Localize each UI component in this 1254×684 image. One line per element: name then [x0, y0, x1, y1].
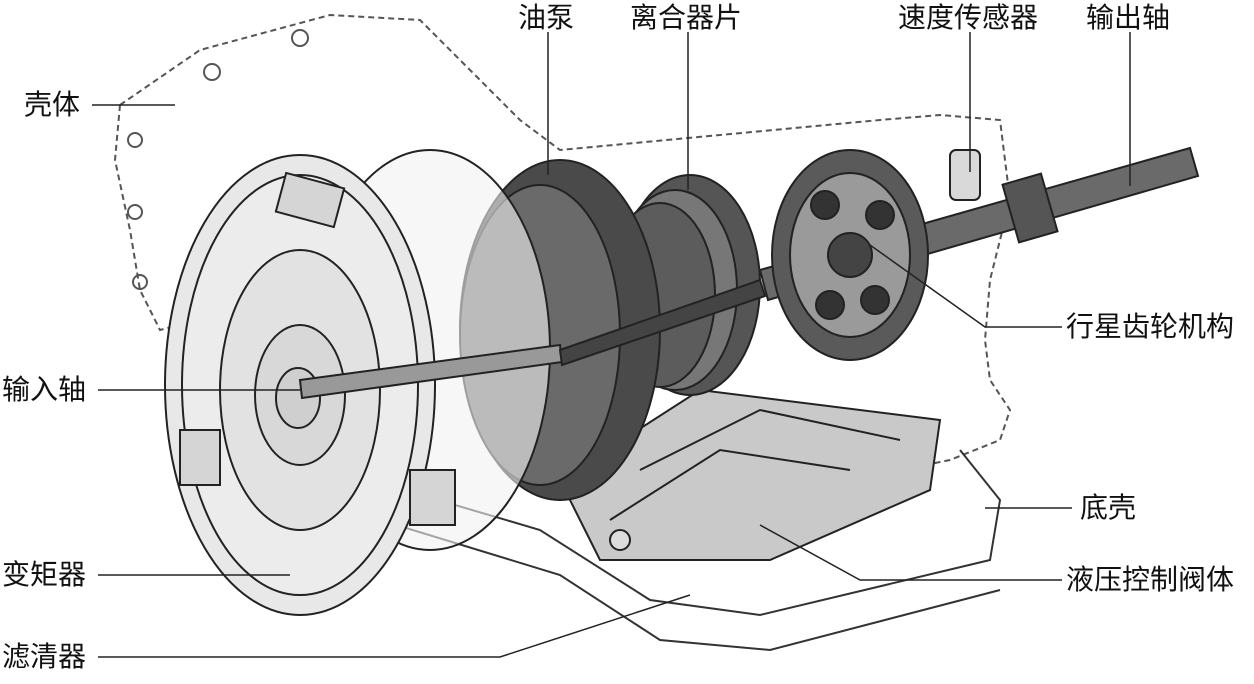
label-oil-pan: 底壳 [1080, 491, 1137, 524]
label-filter: 滤清器 [2, 640, 87, 673]
label-oil-pump: 油泵 [518, 1, 575, 34]
label-housing: 壳体 [24, 88, 81, 121]
label-speed-sensor: 速度传感器 [898, 1, 1039, 34]
label-input-shaft: 输入轴 [2, 373, 87, 406]
speed-sensor-shape [949, 149, 981, 201]
leader-planetary [869, 244, 1062, 328]
label-planetary-gear: 行星齿轮机构 [1066, 310, 1235, 343]
leader-filter [98, 594, 691, 658]
leader-valve-body [759, 524, 1062, 581]
label-torque-converter: 变矩器 [2, 558, 87, 591]
oil-pan-shape [369, 449, 1002, 652]
input-shaft-shape [298, 278, 767, 400]
label-clutch-plates: 离合器片 [630, 1, 743, 34]
label-output-shaft: 输出轴 [1086, 1, 1171, 34]
label-valve-body: 液压控制阀体 [1066, 563, 1235, 596]
leader-lines [92, 32, 1131, 658]
planetary-gear-shape [771, 149, 929, 361]
